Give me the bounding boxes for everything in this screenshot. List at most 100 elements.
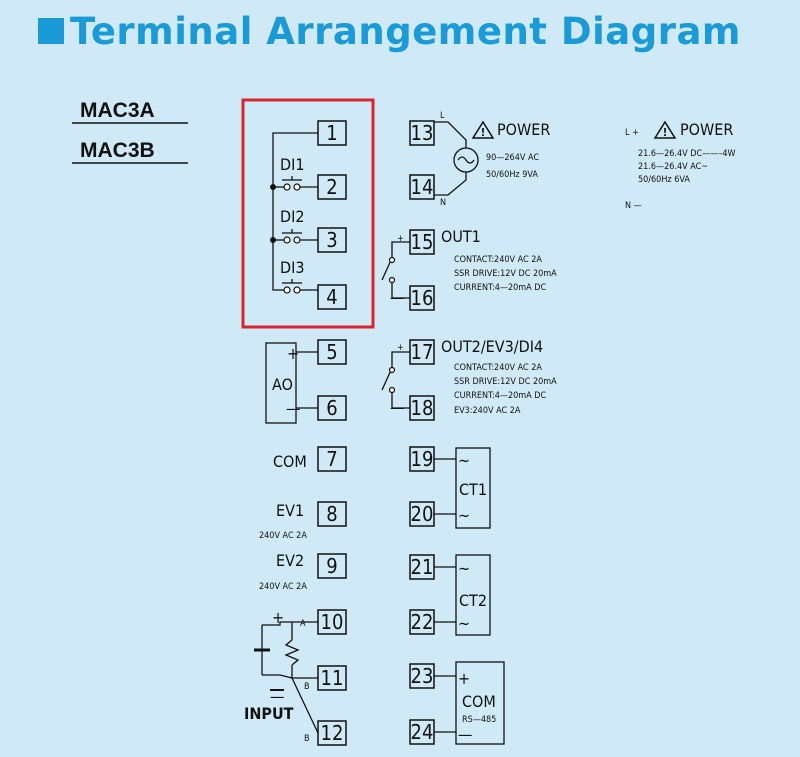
out2-ev3: EV3:240V AC 2A bbox=[454, 406, 521, 416]
junction-dot bbox=[270, 184, 276, 190]
ao-plus: + bbox=[287, 344, 299, 363]
terminal-number: 11 bbox=[321, 666, 344, 690]
terminal-number: 7 bbox=[326, 447, 337, 471]
terminal-box bbox=[317, 553, 347, 579]
page-title: Terminal Arrangement Diagram bbox=[70, 9, 741, 53]
terminal-number: 22 bbox=[411, 610, 434, 634]
junction-dot bbox=[270, 237, 276, 243]
title-bar: Terminal Arrangement Diagram bbox=[38, 6, 741, 56]
out2-current: CURRENT:4—20mA DC bbox=[454, 391, 546, 401]
terminal-number: 20 bbox=[411, 502, 434, 526]
ev2-label: EV2 bbox=[276, 551, 304, 570]
out1-current: CURRENT:4—20mA DC bbox=[454, 283, 546, 293]
rs485-minus: — bbox=[458, 725, 472, 744]
terminal-box bbox=[409, 120, 435, 146]
ev2-rating: 240V AC 2A bbox=[259, 582, 307, 592]
terminal-number: 12 bbox=[321, 721, 344, 745]
input-label: INPUT bbox=[244, 704, 294, 723]
terminal-number: 15 bbox=[411, 230, 434, 254]
terminal-number: 19 bbox=[411, 447, 434, 471]
ct1-box bbox=[455, 447, 491, 529]
power-ac-l: L bbox=[440, 111, 445, 121]
out1-plus: + bbox=[397, 234, 404, 244]
power-ac-n: N bbox=[440, 198, 446, 208]
ct2-t1: ~ bbox=[458, 559, 470, 578]
terminal-box bbox=[409, 174, 435, 200]
terminal-number: 14 bbox=[411, 175, 434, 199]
terminal-number: 24 bbox=[411, 720, 434, 744]
ct2-t2: ~ bbox=[458, 614, 470, 633]
input-a: A bbox=[300, 619, 306, 629]
terminal-box bbox=[317, 501, 347, 527]
terminal-number: 8 bbox=[326, 502, 337, 526]
terminal-number: 18 bbox=[411, 396, 434, 420]
out2-contact: CONTACT:240V AC 2A bbox=[454, 363, 542, 373]
power-ac-title: POWER bbox=[497, 120, 550, 139]
power-dc-n: N — bbox=[625, 201, 642, 211]
ct1-label: CT1 bbox=[459, 480, 487, 499]
ao-box bbox=[265, 342, 297, 424]
input-b2: B bbox=[304, 734, 310, 744]
terminal-number: 9 bbox=[326, 554, 337, 578]
out2-title: OUT2/EV3/DI4 bbox=[441, 337, 543, 356]
di3-label: DI3 bbox=[280, 258, 304, 277]
out1-ssr: SSR DRIVE:12V DC 20mA bbox=[454, 269, 557, 279]
power-ac-spec1: 90—264V AC bbox=[486, 153, 539, 163]
switch-contact-icon bbox=[293, 286, 301, 294]
ev1-label: EV1 bbox=[276, 501, 304, 520]
ev1-rating: 240V AC 2A bbox=[259, 531, 307, 541]
out2-plus: + bbox=[397, 343, 404, 353]
input-plus: + bbox=[272, 608, 284, 627]
ct1-t2: ~ bbox=[458, 506, 470, 525]
terminal-number: 16 bbox=[411, 286, 434, 310]
model-mac3a: MAC3A bbox=[80, 99, 155, 122]
power-ac-spec2: 50/60Hz 9VA bbox=[486, 170, 538, 180]
terminal-number: 6 bbox=[326, 396, 337, 420]
di-highlight-box bbox=[241, 98, 375, 329]
terminal-number: 10 bbox=[321, 610, 344, 634]
ao-label: AO bbox=[272, 375, 293, 394]
ct1-t1: ~ bbox=[458, 451, 470, 470]
out1-minus: — bbox=[390, 288, 404, 307]
rs485-com: COM bbox=[462, 692, 496, 711]
power-dc-l: L + bbox=[625, 128, 639, 138]
warning-mark-icon: ! bbox=[663, 126, 668, 139]
switch-contact-icon bbox=[388, 386, 396, 394]
out1-title: OUT1 bbox=[441, 227, 481, 246]
terminal-box bbox=[317, 284, 347, 310]
out1-contact: CONTACT:240V AC 2A bbox=[454, 255, 542, 265]
input-wiring bbox=[254, 621, 319, 734]
power-ac-wiring bbox=[434, 121, 479, 196]
terminal-number: 23 bbox=[411, 664, 434, 688]
warning-icon bbox=[471, 120, 495, 139]
di2-label: DI2 bbox=[280, 207, 304, 226]
rs485-plus: + bbox=[458, 669, 470, 688]
out2-ssr: SSR DRIVE:12V DC 20mA bbox=[454, 377, 557, 387]
power-dc-title: POWER bbox=[680, 120, 733, 139]
terminal-number: 4 bbox=[326, 285, 337, 309]
warning-icon bbox=[653, 120, 677, 139]
switch-contact-icon bbox=[293, 183, 301, 191]
terminal-number: 3 bbox=[326, 228, 337, 252]
model-mac3b: MAC3B bbox=[80, 139, 155, 162]
ct2-box bbox=[455, 554, 491, 636]
switch-contact-icon bbox=[283, 286, 291, 294]
power-dc-spec2: 21.6—26.4V AC~ bbox=[638, 162, 708, 172]
switch-contact-icon bbox=[388, 366, 396, 374]
terminal-number: 2 bbox=[326, 175, 337, 199]
input-minus: — bbox=[270, 687, 284, 706]
terminal-number: 13 bbox=[411, 121, 434, 145]
switch-contact-icon bbox=[283, 183, 291, 191]
terminal-number: 17 bbox=[411, 340, 434, 364]
rs485-label: RS—485 bbox=[462, 715, 496, 725]
rs485-box bbox=[455, 661, 505, 745]
terminal-number: 1 bbox=[326, 121, 337, 145]
terminal-number: 5 bbox=[326, 340, 337, 364]
switch-contact-icon bbox=[388, 276, 396, 284]
switch-contact-icon bbox=[283, 236, 291, 244]
switch-contact-icon bbox=[293, 236, 301, 244]
input-b1: B bbox=[304, 682, 310, 692]
terminal-number: 21 bbox=[411, 555, 434, 579]
ct2-label: CT2 bbox=[459, 591, 487, 610]
